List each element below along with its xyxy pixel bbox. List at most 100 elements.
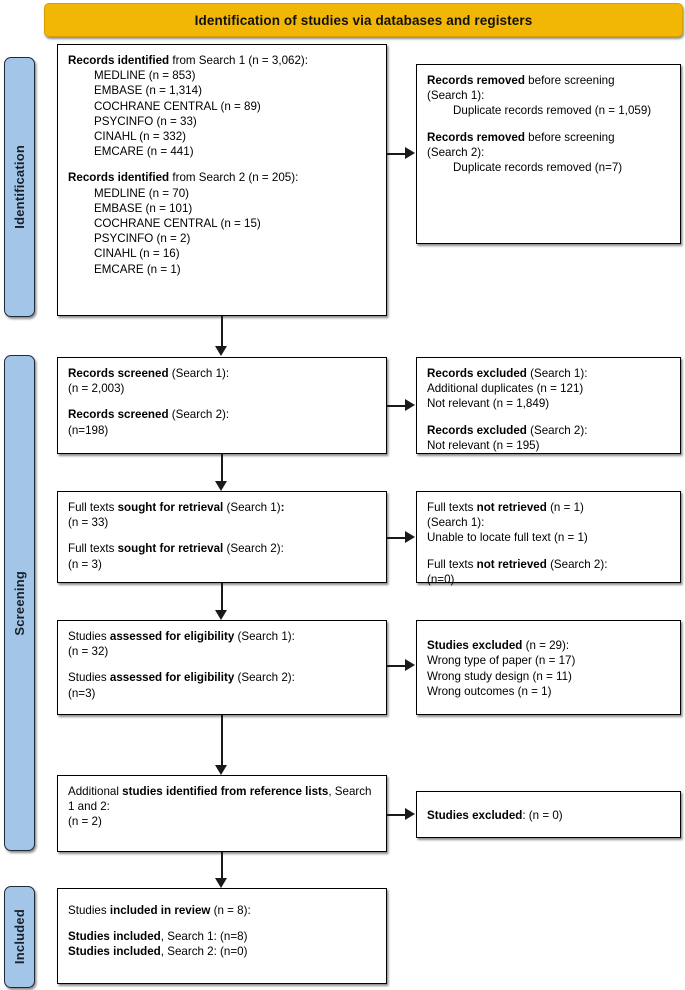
- spacer: [68, 918, 376, 929]
- additional-studies-count: (n = 2): [68, 815, 102, 829]
- studies-excluded-heading: Studies excluded (n = 29):: [427, 638, 670, 653]
- arrow-sought-to-not-retrieved-icon: [405, 531, 415, 543]
- full-texts-sought-search2-rest: (Search 2):: [223, 542, 284, 556]
- records-excluded-search2-rest: (Search 2):: [526, 423, 588, 437]
- records-screened-search1-bold: Records screened: [68, 367, 169, 380]
- arrow-screened-to-sought-icon: [214, 481, 227, 491]
- arrow-additional-to-excluded-icon: [405, 808, 415, 820]
- not-retrieved-search2-pre: Full texts: [427, 557, 477, 571]
- records-screened-search2-heading: Records screened (Search 2):: [68, 407, 376, 422]
- arrow-assessed-to-additional-icon: [214, 765, 227, 775]
- records-removed-search2-heading: Records removed before screening: [427, 130, 670, 145]
- not-retrieved-search1-pre: Full texts: [427, 501, 477, 514]
- records-excluded-search1-rest: (Search 1):: [526, 367, 588, 380]
- full-texts-sought-search2-count: (n = 3): [68, 557, 102, 571]
- records-screened-search2-rest: (Search 2):: [168, 408, 230, 422]
- records-screened-search1-count: (n = 2,003): [68, 382, 125, 396]
- records-excluded-search2-heading: Records excluded (Search 2):: [427, 423, 670, 438]
- additional-studies-heading: Additional studies identified from refer…: [68, 784, 376, 814]
- source-item: EMBASE (n = 1,314): [94, 84, 202, 98]
- records-removed-search2-detail: Duplicate records removed (n=7): [453, 161, 623, 175]
- source-item: CINAHL (n = 16): [94, 247, 180, 261]
- not-retrieved-search1-line3: Unable to locate full text (n = 1): [427, 531, 588, 545]
- spacer: [427, 546, 670, 557]
- exclusion-reason: Wrong study design (n = 11): [427, 669, 572, 683]
- not-retrieved-search2-rest: (Search 2):: [546, 557, 608, 571]
- assessed-search1-bold: assessed for eligibility: [109, 630, 235, 643]
- source-item: MEDLINE (n = 853): [94, 69, 196, 83]
- spacer: [68, 659, 376, 670]
- included-search1-rest: , Search 1: (n=8): [160, 930, 248, 944]
- phase-bar-included: Included: [4, 886, 35, 988]
- full-texts-sought-search1-colon: :: [280, 501, 285, 514]
- studies-excluded-bold: Studies excluded: [427, 639, 523, 653]
- studies-excluded-rest: (n = 29):: [522, 639, 570, 653]
- not-retrieved-search1-rest: (n = 1): [546, 501, 584, 514]
- included-bold: included in review: [109, 904, 211, 917]
- assessed-search2-count: (n=3): [68, 686, 96, 700]
- box-studies-included: Studies included in review (n = 8): Stud…: [57, 888, 387, 984]
- source-item: PSYCINFO (n = 33): [94, 114, 197, 128]
- box-records-screened: Records screened (Search 1): (n = 2,003)…: [57, 357, 387, 454]
- not-retrieved-search2-heading: Full texts not retrieved (Search 2):: [427, 557, 670, 572]
- source-item: EMCARE (n = 1): [94, 262, 181, 276]
- records-screened-search2-count: (n=198): [68, 423, 109, 437]
- spacer: [427, 119, 670, 130]
- connector-assessed-to-excluded: [387, 665, 406, 667]
- not-retrieved-search2-bold: not retrieved: [476, 557, 547, 571]
- records-screened-search1-rest: (Search 1):: [168, 367, 230, 380]
- arrow-assessed-to-excluded-icon: [405, 659, 415, 671]
- box-studies-excluded-eligibility: Studies excluded (n = 29): Wrong type of…: [416, 620, 681, 715]
- full-texts-sought-search2-bold: sought for retrieval: [117, 542, 224, 556]
- arrow-identified-to-screened-icon: [214, 346, 227, 356]
- not-retrieved-search1-heading: Full texts not retrieved (n = 1): [427, 500, 670, 515]
- connector-sought-to-not-retrieved: [387, 537, 406, 539]
- banner-title: Identification of studies via databases …: [194, 12, 533, 28]
- included-heading: Studies included in review (n = 8):: [68, 903, 376, 918]
- arrow-sought-to-assessed-icon: [214, 610, 227, 620]
- studies-excluded-additional-heading: Studies excluded: (n = 0): [427, 808, 563, 823]
- records-identified-search1-rest: from Search 1 (n = 3,062):: [169, 54, 309, 67]
- full-texts-sought-search2-pre: Full texts: [68, 542, 118, 556]
- box-records-removed: Records removed before screening (Search…: [416, 64, 681, 244]
- full-texts-sought-search2-heading: Full texts sought for retrieval (Search …: [68, 541, 376, 556]
- not-retrieved-search1-line2: (Search 1):: [427, 516, 485, 530]
- source-item: EMBASE (n = 101): [94, 201, 193, 215]
- connector-screened-to-sought: [221, 454, 223, 481]
- arrow-identified-to-removed-icon: [405, 147, 415, 159]
- arrow-screened-to-excluded-icon: [405, 399, 415, 411]
- connector-assessed-to-additional: [221, 715, 223, 765]
- phase-bar-screening: Screening: [4, 355, 35, 851]
- assessed-search2-bold: assessed for eligibility: [109, 671, 235, 685]
- records-identified-search1-bold: Records identified: [68, 54, 170, 67]
- box-records-excluded: Records excluded (Search 1): Additional …: [416, 357, 681, 454]
- exclusion-reason: Wrong type of paper (n = 17): [427, 654, 576, 668]
- phase-bar-identification: Identification: [4, 57, 35, 317]
- spacer: [68, 530, 376, 541]
- assessed-search2-rest: (Search 2):: [234, 671, 295, 685]
- exclusion-reason: Not relevant (n = 1,849): [427, 397, 550, 411]
- studies-excluded-additional-bold: Studies excluded: [427, 808, 523, 822]
- records-excluded-search1-bold: Records excluded: [427, 367, 527, 380]
- assessed-search2-heading: Studies assessed for eligibility (Search…: [68, 670, 376, 685]
- included-search1: Studies included, Search 1: (n=8): [68, 929, 376, 944]
- exclusion-reason: Additional duplicates (n = 121): [427, 382, 584, 396]
- additional-studies-pre: Additional: [68, 785, 123, 798]
- exclusion-reason: Not relevant (n = 195): [427, 438, 540, 452]
- records-removed-search1-rest: before screening: [524, 74, 615, 87]
- records-identified-search2-heading: Records identified from Search 2 (n = 20…: [68, 170, 376, 185]
- records-screened-search1-heading: Records screened (Search 1):: [68, 366, 376, 381]
- records-removed-search2-bold: Records removed: [427, 130, 525, 144]
- source-item: COCHRANE CENTRAL (n = 15): [94, 217, 261, 231]
- included-search2: Studies included, Search 2: (n=0): [68, 944, 376, 959]
- exclusion-reason: Wrong outcomes (n = 1): [427, 684, 552, 698]
- full-texts-sought-search1-bold: sought for retrieval: [117, 501, 224, 514]
- records-identified-search2-bold: Records identified: [68, 171, 170, 185]
- records-removed-search1-detail: Duplicate records removed (n = 1,059): [453, 104, 652, 118]
- full-texts-sought-search1-pre: Full texts: [68, 501, 118, 514]
- box-full-texts-sought: Full texts sought for retrieval (Search …: [57, 491, 387, 583]
- included-search2-bold: Studies included: [68, 945, 161, 959]
- spacer: [68, 159, 376, 170]
- phase-label-screening: Screening: [12, 570, 27, 636]
